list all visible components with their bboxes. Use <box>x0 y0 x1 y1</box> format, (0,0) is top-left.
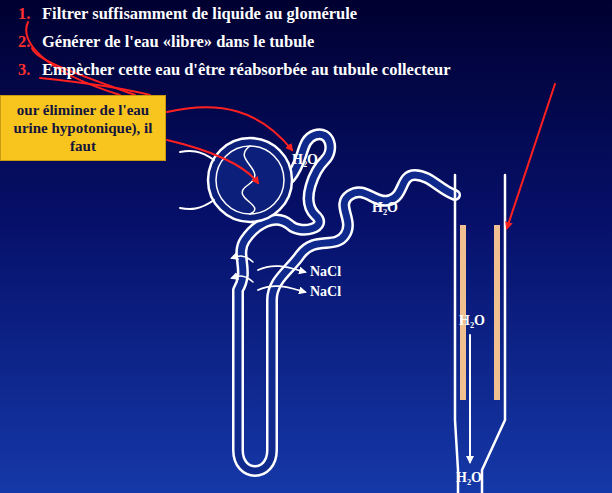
part-label: H₂O <box>459 313 485 329</box>
callout-text: our éliminer de l'eau urine hypotonique)… <box>7 101 159 155</box>
callout-number: 3. <box>18 60 30 80</box>
part-label: NaCl <box>310 264 341 280</box>
part-label: H₂O <box>372 200 398 216</box>
part-label: H₂O <box>456 470 482 486</box>
step-text: Empècher cette eau d'être réabsorbée au … <box>42 60 451 80</box>
step-text: Générer de l'eau «libre» dans le tubule <box>42 32 314 52</box>
step-text: Filtrer suffisamment de liquide au glomé… <box>42 4 357 24</box>
callout-number: 2. <box>18 32 30 52</box>
callout-box: our éliminer de l'eau urine hypotonique)… <box>0 95 166 161</box>
part-label: H₂O <box>292 152 318 168</box>
part-label: NaCl <box>310 284 341 300</box>
callout-number: 1. <box>18 4 30 24</box>
